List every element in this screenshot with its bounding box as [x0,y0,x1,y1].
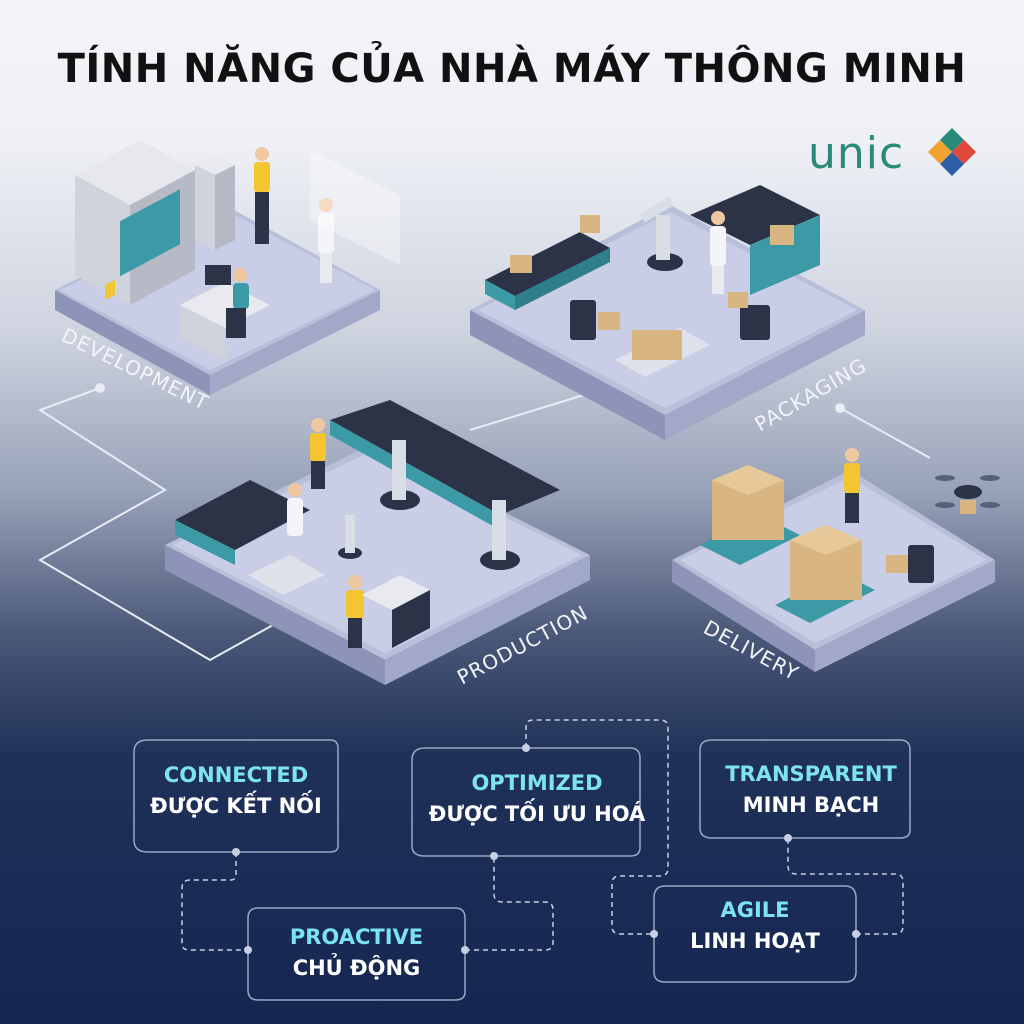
feature-connected-vn: ĐƯỢC KẾT NỐI [150,794,322,818]
feature-connected-en: CONNECTED [163,763,309,787]
feature-optimized-vn: ĐƯỢC TỐI ƯU HOÁ [428,802,646,826]
production-platform [165,400,590,685]
feature-connected: CONNECTED ĐƯỢC KẾT NỐI [134,760,338,822]
feature-agile-en: AGILE [720,898,790,922]
feature-agile-vn: LINH HOẠT [690,929,820,953]
feature-optimized-en: OPTIMIZED [471,771,603,795]
logo-text: unic [808,128,905,179]
feature-proactive: PROACTIVE CHỦ ĐỘNG [248,922,465,984]
page-title: TÍNH NĂNG CỦA NHÀ MÁY THÔNG MINH [57,46,967,92]
feature-proactive-en: PROACTIVE [289,925,424,949]
feature-proactive-vn: CHỦ ĐỘNG [292,956,421,980]
development-platform [55,140,400,395]
packaging-platform [470,185,865,440]
feature-transparent: TRANSPARENT MINH BẠCH [700,759,922,821]
feature-agile: AGILE LINH HOẠT [654,895,856,957]
factory-scene: DEVELOPMENT [37,140,1000,689]
feature-transparent-en: TRANSPARENT [725,762,897,786]
logo-mark-icon [928,128,976,176]
zone-connector-lines [37,383,931,662]
feature-transparent-vn: MINH BẠCH [742,793,880,817]
unic-logo: unic [808,124,978,184]
feature-optimized: OPTIMIZED ĐƯỢC TỐI ƯU HOÁ [412,768,662,830]
delivery-platform [672,448,1000,672]
